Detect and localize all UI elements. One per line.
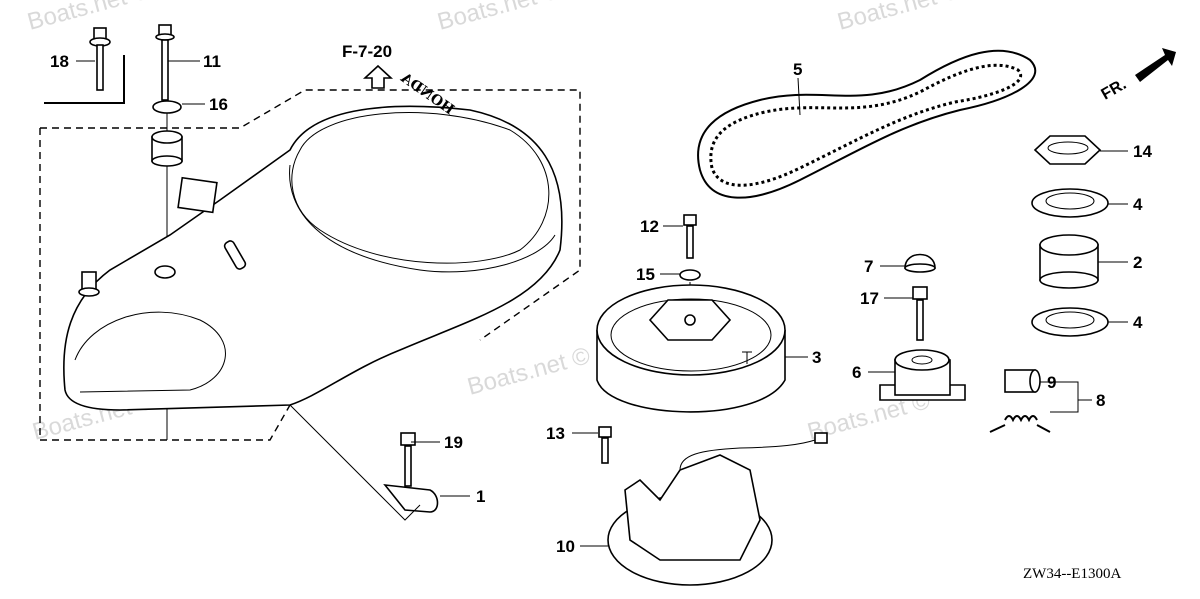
watermark: Boats.net © bbox=[465, 342, 594, 401]
reference-arrow-icon bbox=[362, 64, 394, 89]
washer-16[interactable] bbox=[152, 100, 182, 114]
washer-4-upper[interactable] bbox=[1031, 188, 1109, 218]
bolt-11[interactable] bbox=[155, 24, 175, 101]
callout-5[interactable]: 5 bbox=[793, 60, 802, 79]
callout-19[interactable]: 19 bbox=[444, 433, 463, 452]
callout-10[interactable]: 10 bbox=[556, 537, 575, 556]
bolt-18[interactable] bbox=[89, 27, 111, 91]
stator-10[interactable] bbox=[607, 432, 828, 586]
callout-leaders bbox=[76, 60, 1128, 547]
front-direction-marker: FR. bbox=[1099, 48, 1176, 104]
timing-mark bbox=[742, 351, 752, 364]
front-label: FR. bbox=[1099, 76, 1130, 104]
assembly-boundary bbox=[40, 89, 581, 341]
leader-line bbox=[289, 404, 421, 521]
callout-9[interactable]: 9 bbox=[1047, 373, 1056, 392]
bolt-19[interactable] bbox=[400, 432, 416, 487]
washer-4-lower[interactable] bbox=[1031, 307, 1109, 337]
grommet[interactable] bbox=[151, 130, 183, 167]
reference-label[interactable]: F-7-20 bbox=[342, 42, 392, 61]
tensioner-6[interactable] bbox=[879, 349, 966, 401]
callout-13[interactable]: 13 bbox=[546, 424, 565, 443]
watermark: Boats.net © bbox=[435, 0, 564, 36]
watermark: Boats.net © bbox=[25, 0, 154, 36]
flywheel-3[interactable] bbox=[596, 284, 786, 413]
nut-14[interactable] bbox=[1033, 135, 1102, 165]
callout-14[interactable]: 14 bbox=[1133, 142, 1152, 161]
collar-9[interactable] bbox=[1004, 369, 1041, 393]
callout-15[interactable]: 15 bbox=[636, 265, 655, 284]
inset-frame bbox=[44, 55, 125, 104]
bolt-17[interactable] bbox=[912, 286, 928, 341]
belt-cover[interactable]: HONDA bbox=[63, 69, 563, 411]
callout-11[interactable]: 11 bbox=[203, 52, 221, 71]
callout-12[interactable]: 12 bbox=[640, 217, 659, 236]
callout-16[interactable]: 16 bbox=[209, 95, 228, 114]
callout-3[interactable]: 3 bbox=[812, 348, 821, 367]
callout-6[interactable]: 6 bbox=[852, 363, 861, 382]
bolt-12[interactable] bbox=[683, 214, 697, 259]
callout-8[interactable]: 8 bbox=[1096, 391, 1105, 410]
washer-15[interactable] bbox=[679, 269, 701, 281]
assembly-boundary bbox=[39, 128, 291, 441]
callout-18[interactable]: 18 bbox=[50, 52, 69, 71]
spring-8[interactable] bbox=[989, 415, 1051, 433]
bracket-1[interactable] bbox=[383, 483, 439, 513]
callout-2[interactable]: 2 bbox=[1133, 253, 1142, 272]
callout-4[interactable]: 4 bbox=[1133, 195, 1143, 214]
cap-7[interactable] bbox=[904, 253, 936, 273]
callout-4[interactable]: 4 bbox=[1133, 313, 1143, 332]
bolt-13[interactable] bbox=[598, 426, 612, 464]
watermark: Boats.net © bbox=[835, 0, 964, 36]
callout-17[interactable]: 17 bbox=[860, 289, 879, 308]
callout-7[interactable]: 7 bbox=[864, 257, 873, 276]
callout-1[interactable]: 1 bbox=[476, 487, 485, 506]
timing-belt-5[interactable] bbox=[697, 49, 1037, 199]
pulley-2[interactable] bbox=[1039, 234, 1099, 289]
drawing-code: ZW34--E1300A bbox=[1023, 566, 1121, 582]
callouts: 18 11 16 5 14 4 2 4 12 15 7 17 3 6 9 8 1… bbox=[50, 52, 1152, 556]
